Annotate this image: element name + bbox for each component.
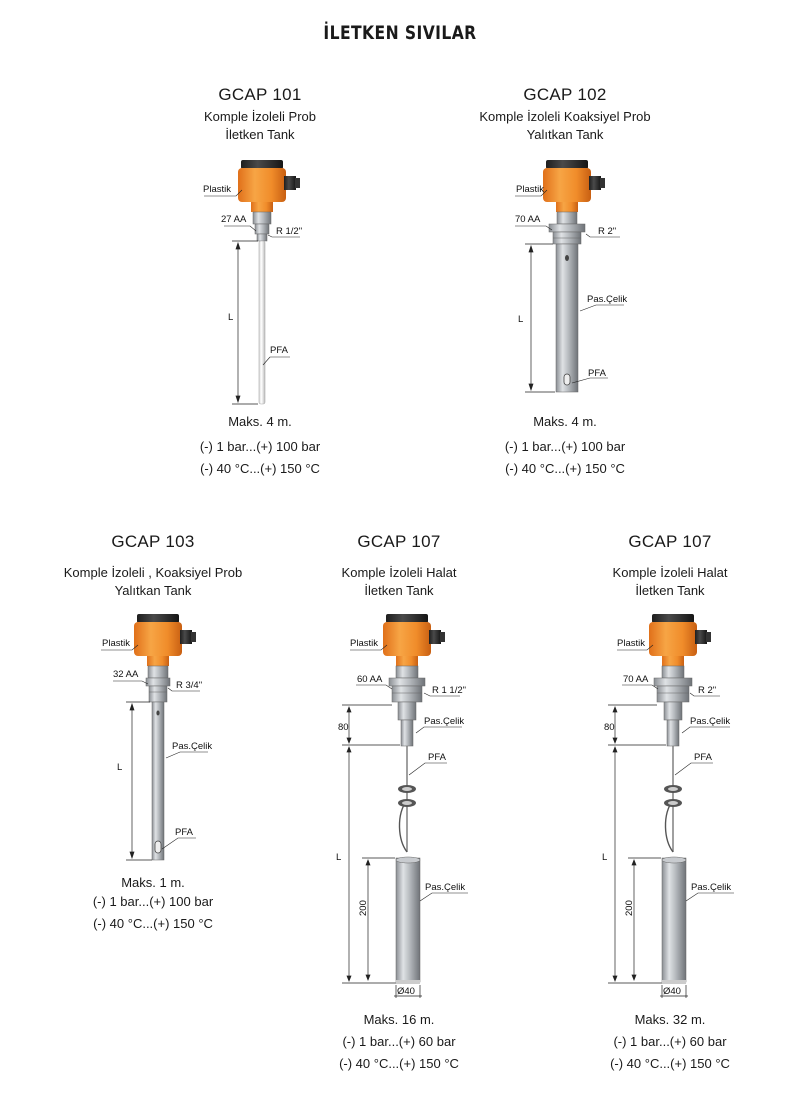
pressure-range: (-) 1 bar...(+) 100 bar <box>504 439 626 454</box>
process-connection <box>653 665 693 747</box>
steel-weight <box>661 857 687 983</box>
process-connection <box>145 665 171 703</box>
label-diameter: Ø40 <box>397 986 415 997</box>
product-description: Komple İzoleli Halat <box>341 565 457 580</box>
max-length: Maks. 1 m. <box>121 875 185 890</box>
temperature-range: (-) 40 °C...(+) 150 °C <box>339 1056 459 1071</box>
label-wrench-size: 70 AA <box>515 214 541 225</box>
steel-tube <box>151 701 165 861</box>
steel-weight <box>395 857 421 983</box>
steel-tube <box>555 243 579 393</box>
product-model: GCAP 103 <box>111 532 195 551</box>
housing <box>134 614 196 666</box>
label-weight-material: Pas.Çelik <box>691 882 731 893</box>
pfa-rod <box>258 240 266 405</box>
product-tank-type: İletken Tank <box>635 583 705 598</box>
product-description: Komple İzoleli Koaksiyel Prob <box>479 109 651 124</box>
product-model: GCAP 107 <box>357 532 441 551</box>
cable-clamps <box>398 785 416 807</box>
process-connection <box>548 211 586 245</box>
label-wrench-size: 32 AA <box>113 669 139 680</box>
label-length: L <box>336 852 341 863</box>
label-rod-material: PFA <box>175 827 194 838</box>
max-length: Maks. 4 m. <box>533 414 597 429</box>
temperature-range: (-) 40 °C...(+) 150 °C <box>610 1056 730 1071</box>
housing <box>543 160 605 212</box>
product-tank-type: Yalıtkan Tank <box>114 583 192 598</box>
label-weight-length: 200 <box>358 900 369 916</box>
product-tank-type: Yalıtkan Tank <box>526 127 604 142</box>
label-housing: Plastik <box>203 184 231 195</box>
housing <box>649 614 711 666</box>
label-wrench-size: 60 AA <box>357 674 383 685</box>
dimensions <box>608 704 688 998</box>
length-dimension <box>525 243 555 393</box>
page-title: İLETKEN SIVILAR <box>323 22 477 44</box>
label-thread: R 3/4" <box>176 680 202 691</box>
label-wrench-size: 70 AA <box>623 674 649 685</box>
label-tube-material: Pas.Çelik <box>587 294 627 305</box>
cable <box>664 746 674 853</box>
housing <box>238 160 300 212</box>
label-thread: R 2" <box>598 226 616 237</box>
housing <box>383 614 445 666</box>
label-top-dimension: 80 <box>604 722 615 733</box>
label-thread: R 2" <box>698 685 716 696</box>
label-rod-material: PFA <box>588 368 607 379</box>
pressure-range: (-) 1 bar...(+) 60 bar <box>342 1034 456 1049</box>
label-top-dimension: 80 <box>338 722 349 733</box>
cable-clamps <box>664 785 682 807</box>
label-diameter: Ø40 <box>663 986 681 997</box>
label-length: L <box>602 852 607 863</box>
max-length: Maks. 32 m. <box>634 1012 706 1027</box>
pressure-range: (-) 1 bar...(+) 60 bar <box>613 1034 727 1049</box>
product-description: Komple İzoleli Halat <box>612 565 728 580</box>
pressure-range: (-) 1 bar...(+) 100 bar <box>92 894 214 909</box>
pressure-range: (-) 1 bar...(+) 100 bar <box>199 439 321 454</box>
product-description: Komple İzoleli Prob <box>204 109 316 124</box>
label-neck-material: Pas.Çelik <box>424 716 464 727</box>
label-length: L <box>518 314 523 325</box>
temperature-range: (-) 40 °C...(+) 150 °C <box>93 916 213 931</box>
label-tube-material: Pas.Çelik <box>172 741 212 752</box>
product-tank-type: İletken Tank <box>364 583 434 598</box>
product-tank-type: İletken Tank <box>225 127 295 142</box>
length-dimension <box>126 701 152 861</box>
temperature-range: (-) 40 °C...(+) 150 °C <box>200 461 320 476</box>
label-weight-length: 200 <box>624 900 635 916</box>
label-rod-material: PFA <box>270 345 289 356</box>
label-housing: Plastik <box>516 184 544 195</box>
label-cable-material: PFA <box>428 752 447 763</box>
max-length: Maks. 4 m. <box>228 414 292 429</box>
process-connection <box>252 211 272 242</box>
max-length: Maks. 16 m. <box>363 1012 435 1027</box>
product-description: Komple İzoleli , Koaksiyel Prob <box>63 565 243 580</box>
label-housing: Plastik <box>350 638 378 649</box>
length-dimension <box>232 240 258 405</box>
label-thread: R 1 1/2" <box>432 685 466 696</box>
dimensions <box>342 704 422 998</box>
temperature-range: (-) 40 °C...(+) 150 °C <box>505 461 625 476</box>
label-neck-material: Pas.Çelik <box>690 716 730 727</box>
label-length: L <box>228 312 233 323</box>
process-connection <box>388 665 426 747</box>
label-thread: R 1/2" <box>276 226 302 237</box>
label-weight-material: Pas.Çelik <box>425 882 465 893</box>
product-model: GCAP 107 <box>628 532 712 551</box>
product-model: GCAP 102 <box>523 85 607 104</box>
label-length: L <box>117 762 122 773</box>
label-cable-material: PFA <box>694 752 713 763</box>
label-wrench-size: 27 AA <box>221 214 247 225</box>
product-model: GCAP 101 <box>218 85 302 104</box>
label-housing: Plastik <box>617 638 645 649</box>
label-housing: Plastik <box>102 638 130 649</box>
